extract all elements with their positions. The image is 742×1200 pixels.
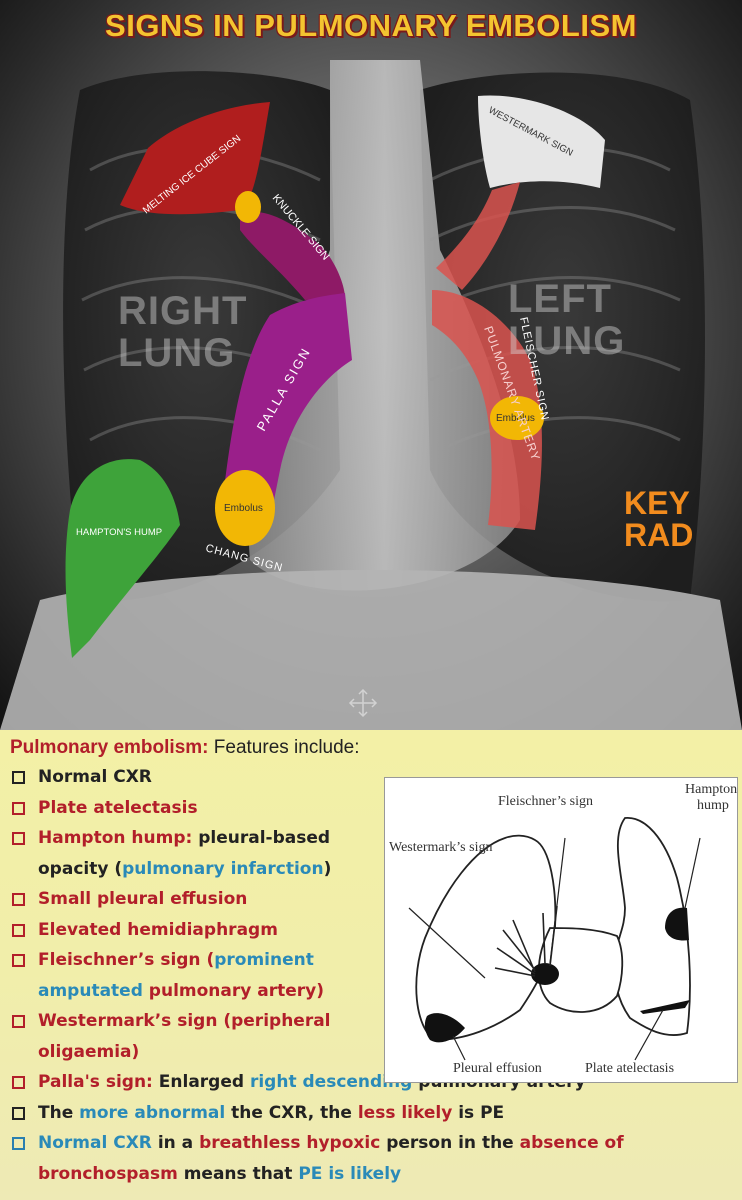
knuckle-embolus	[235, 191, 261, 223]
feature-text: Normal CXR	[38, 767, 152, 787]
feature-text: The	[38, 1102, 80, 1123]
feature-text: PE is likely	[298, 1163, 402, 1184]
feature-item: Westermark’s sign (peripheral oligaemia)	[10, 1006, 370, 1067]
feature-item: Hampton hump: pleural-based opacity (pul…	[10, 823, 365, 884]
feature-text: Palla's sign:	[38, 1072, 153, 1092]
feature-text: pleural-based opacity (	[38, 828, 331, 879]
hamptons-hump-shape	[65, 459, 180, 658]
feature-text: prominent amputated	[38, 950, 314, 1001]
knuckle-shape	[240, 211, 345, 300]
feature-text: absence of	[519, 1133, 624, 1153]
feature-item: Normal CXR in a breathless hypoxic perso…	[10, 1128, 742, 1189]
feature-item: The more abnormal the CXR, the less like…	[10, 1098, 742, 1129]
xray-panel: MELTING ICE CUBE SIGN KNUCKLE SIGN PALLA…	[0, 0, 742, 730]
plate-atelectasis-blob	[640, 1000, 690, 1014]
move-cursor-icon	[348, 688, 378, 718]
mediastinum	[248, 60, 520, 591]
diagram-left-lung	[613, 817, 691, 1036]
westermark-vessel	[436, 182, 520, 290]
label-hump: hump	[697, 798, 729, 813]
notes-heading-rest: Features include:	[208, 737, 360, 758]
feature-text: is PE	[452, 1102, 505, 1123]
checkbox-icon	[12, 923, 25, 937]
feature-text: in a	[151, 1133, 200, 1153]
feature-text: )	[323, 858, 332, 879]
feature-text: less likely	[357, 1102, 453, 1123]
notes-heading: Pulmonary embolism: Features include:	[10, 736, 742, 760]
feature-text: Normal CXR	[38, 1133, 152, 1153]
checkbox-icon	[12, 1106, 25, 1120]
leader-lines	[408, 837, 701, 1061]
label-hampton: Hampton	[685, 782, 738, 797]
feature-text: the CXR, the	[225, 1102, 358, 1123]
feature-text: Fleischner’s sign (	[38, 950, 215, 970]
feature-text: bronchospasm	[38, 1163, 178, 1184]
feature-text: Westermark’s sign (peripheral oligaemia)	[38, 1011, 331, 1062]
hamptons-hump-label: HAMPTON'S HUMP	[76, 527, 162, 538]
westermark-shape	[478, 95, 605, 188]
feature-item: Normal CXR	[10, 762, 742, 793]
brand-keyrad: KEY RAD	[624, 487, 724, 551]
right-lung-word-line2: LUNG	[118, 331, 236, 375]
embolus-left-label: Embolus	[496, 413, 535, 424]
hampton-hump-blob	[665, 907, 689, 941]
checkbox-icon	[12, 1015, 25, 1028]
checkbox-icon	[12, 954, 25, 967]
pulmonary-artery-shape	[432, 290, 542, 530]
pe-diagram-drawing	[408, 817, 701, 1061]
right-lung-word: RIGHT LUNG	[118, 290, 247, 374]
embolus-right	[215, 470, 275, 546]
feature-text: Small pleural effusion	[38, 889, 248, 909]
feature-text: person in the	[380, 1133, 520, 1153]
notes-panel: Pulmonary embolism: Features include: No…	[0, 730, 742, 1200]
feature-item: Elevated hemidiaphragm	[10, 915, 742, 946]
checkbox-icon	[12, 832, 25, 845]
label-westermark: Westermark’s sign	[389, 840, 493, 855]
feature-text: more abnormal	[79, 1102, 226, 1123]
feature-text: right descending	[249, 1072, 413, 1092]
melting-ice-cube-shape	[120, 102, 270, 215]
checkbox-icon	[12, 893, 25, 906]
xray-illustration: MELTING ICE CUBE SIGN KNUCKLE SIGN PALLA…	[0, 60, 742, 730]
checkbox-icon	[12, 1076, 25, 1089]
fleischner-blob	[531, 963, 559, 985]
left-lung-word: LEFT LUNG	[508, 278, 625, 362]
diaphragm	[0, 570, 742, 730]
label-plate-atelectasis: Plate atelectasis	[585, 1061, 675, 1076]
embolus-right-label: Embolus	[224, 503, 263, 514]
feature-item: Fleischner’s sign (prominent amputated p…	[10, 945, 365, 1006]
feature-text: breathless hypoxic	[199, 1133, 381, 1153]
embolus-left	[490, 396, 544, 440]
feature-text: Elevated hemidiaphragm	[38, 919, 278, 940]
feature-item: Plate atelectasis	[10, 793, 742, 824]
checkbox-icon	[12, 771, 25, 784]
feature-text: Plate atelectasis	[38, 797, 198, 818]
checkbox-icon	[12, 801, 25, 815]
pleural-effusion-blob	[424, 1013, 465, 1043]
label-fleischner: Fleischner’s sign	[498, 794, 594, 809]
right-lung-word-line1: RIGHT	[118, 289, 248, 333]
left-lung-word-line2: LUNG	[508, 319, 626, 363]
notes-heading-highlight: Pulmonary embolism:	[10, 737, 209, 758]
left-lung-word-line1: LEFT	[508, 277, 612, 321]
xray-title: SIGNS IN PULMONARY EMBOLISM	[105, 8, 637, 43]
feature-text: Enlarged	[152, 1072, 250, 1092]
pe-diagram: Fleischner’s sign Hampton hump Westermar…	[384, 777, 738, 1083]
feature-item: Small pleural effusion	[10, 884, 742, 915]
feature-text: pulmonary infarction	[122, 858, 324, 879]
feature-text: means that	[177, 1163, 299, 1184]
checkbox-icon	[12, 1137, 25, 1150]
feature-text: Hampton hump:	[38, 828, 193, 848]
diagram-right-lung	[415, 834, 557, 1041]
label-pleural-effusion: Pleural effusion	[453, 1061, 542, 1076]
feature-text: pulmonary artery)	[142, 980, 325, 1001]
brand-line1: KEY	[624, 485, 690, 521]
brand-line2: RAD	[624, 517, 694, 553]
palla-shape	[222, 293, 352, 520]
